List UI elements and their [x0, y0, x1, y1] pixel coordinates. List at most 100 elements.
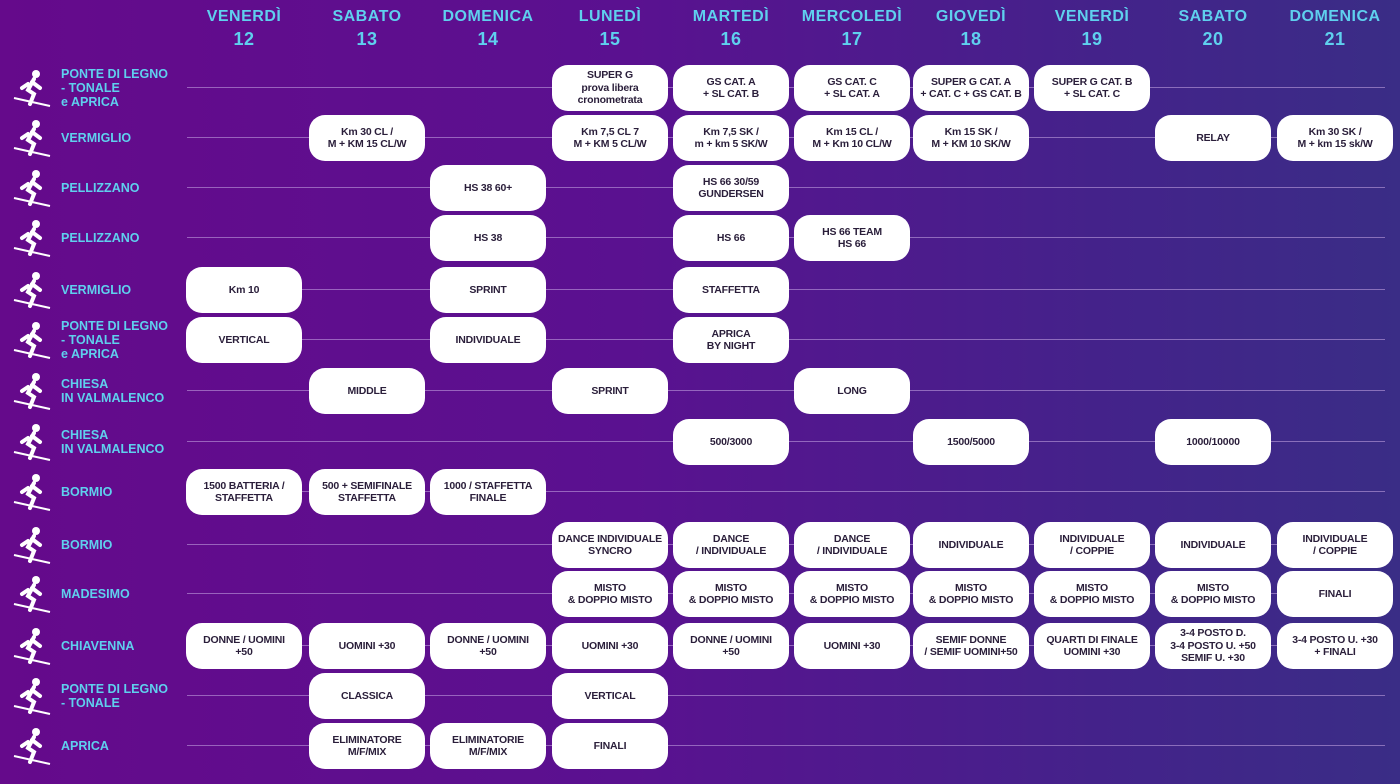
- day-number: 13: [356, 29, 378, 49]
- event-cell: UOMINI +30: [309, 623, 425, 669]
- row-line: [187, 695, 1385, 696]
- event-cell: INDIVIDUALE: [913, 522, 1029, 568]
- event-row: CHIESA IN VALMALENCO MIDDLE SPRINT LONG: [0, 366, 1400, 416]
- event-cell: VERTICAL: [186, 317, 302, 363]
- row-line: [187, 745, 1385, 746]
- ski-orienteering-icon: [10, 371, 54, 411]
- event-cell: DANCE / INDIVIDUALE: [794, 522, 910, 568]
- event-cell: DANCE INDIVIDUALE SYNCRO: [552, 522, 668, 568]
- event-cell: APRICA BY NIGHT: [673, 317, 789, 363]
- event-cell: FINALI: [552, 723, 668, 769]
- event-cell: SUPER G CAT. A + CAT. C + GS CAT. B: [913, 65, 1029, 111]
- event-cell: HS 66: [673, 215, 789, 261]
- event-cell: DONNE / UOMINI +50: [186, 623, 302, 669]
- event-cell: LONG: [794, 368, 910, 414]
- ski-cross-icon: [10, 726, 54, 766]
- day-number: 18: [960, 29, 982, 49]
- venue-label: PONTE DI LEGNO - TONALE e APRICA: [61, 67, 168, 109]
- ice-hockey-icon: [10, 626, 54, 666]
- event-cell: CLASSICA: [309, 673, 425, 719]
- event-cell: 1000 / STAFFETTA FINALE: [430, 469, 546, 515]
- event-cell: MISTO & DOPPIO MISTO: [1155, 571, 1271, 617]
- event-cell: 1500 BATTERIA / STAFFETTA: [186, 469, 302, 515]
- event-cell: UOMINI +30: [794, 623, 910, 669]
- event-cell: ELIMINATORIE M/F/MIX: [430, 723, 546, 769]
- event-cell: SPRINT: [552, 368, 668, 414]
- event-cell: INDIVIDUALE / COPPIE: [1034, 522, 1150, 568]
- event-cell: Km 10: [186, 267, 302, 313]
- event-cell: QUARTI DI FINALE UOMINI +30: [1034, 623, 1150, 669]
- event-cell: 500 + SEMIFINALE STAFFETTA: [309, 469, 425, 515]
- event-cell: INDIVIDUALE: [430, 317, 546, 363]
- venue-label: APRICA: [61, 739, 109, 753]
- figure-skating-icon: [10, 525, 54, 565]
- venue-label: PONTE DI LEGNO - TONALE: [61, 682, 168, 710]
- event-cell: GS CAT. A + SL CAT. B: [673, 65, 789, 111]
- day-name: DOMENICA: [1289, 8, 1381, 25]
- biathlon-icon: [10, 270, 54, 310]
- day-name: MERCOLEDÌ: [801, 8, 903, 25]
- event-cell: Km 15 CL / M + Km 10 CL/W: [794, 115, 910, 161]
- day-name: SABATO: [332, 8, 402, 25]
- day-number: 19: [1081, 29, 1103, 49]
- venue-label: BORMIO: [61, 485, 113, 499]
- event-cell: SEMIF DONNE / SEMIF UOMINI+50: [913, 623, 1029, 669]
- event-cell: VERTICAL: [552, 673, 668, 719]
- event-cell: MIDDLE: [309, 368, 425, 414]
- venue-label: BORMIO: [61, 538, 113, 552]
- alpine-skiing-icon: [10, 68, 54, 108]
- venue-label: CHIESA IN VALMALENCO: [61, 377, 165, 405]
- event-cell: MISTO & DOPPIO MISTO: [1034, 571, 1150, 617]
- event-row: PONTE DI LEGNO - TONALE CLASSICA VERTICAL: [0, 671, 1400, 721]
- event-cell: SUPER G CAT. B + SL CAT. C: [1034, 65, 1150, 111]
- event-cell: MISTO & DOPPIO MISTO: [673, 571, 789, 617]
- cross-country-skiing-icon: [10, 118, 54, 158]
- day-number: 20: [1202, 29, 1224, 49]
- event-cell: Km 30 SK / M + km 15 sk/W: [1277, 115, 1393, 161]
- venue-label: MADESIMO: [61, 587, 130, 601]
- event-cell: INDIVIDUALE: [1155, 522, 1271, 568]
- day-name: SABATO: [1178, 8, 1248, 25]
- event-cell: MISTO & DOPPIO MISTO: [794, 571, 910, 617]
- day-name: DOMENICA: [442, 8, 534, 25]
- event-cell: MISTO & DOPPIO MISTO: [913, 571, 1029, 617]
- event-cell: 3-4 POSTO U. +30 + FINALI: [1277, 623, 1393, 669]
- event-cell: MISTO & DOPPIO MISTO: [552, 571, 668, 617]
- day-name: GIOVEDÌ: [935, 8, 1007, 25]
- event-cell: 3-4 POSTO D. 3-4 POSTO U. +50 SEMIF U. +…: [1155, 623, 1271, 669]
- event-cell: HS 38 60+: [430, 165, 546, 211]
- event-cell: Km 7,5 CL 7 M + KM 5 CL/W: [552, 115, 668, 161]
- event-row: PONTE DI LEGNO - TONALE e APRICA SUPER G …: [0, 63, 1400, 113]
- row-line: [187, 390, 1385, 391]
- event-cell: DANCE / INDIVIDUALE: [673, 522, 789, 568]
- day-name: LUNEDÌ: [578, 8, 642, 25]
- ski-jumping-icon: [10, 218, 54, 258]
- event-cell: DONNE / UOMINI +50: [430, 623, 546, 669]
- event-cell: STAFFETTA: [673, 267, 789, 313]
- day-column-header: SABATO 20: [1153, 6, 1273, 50]
- venue-label: VERMIGLIO: [61, 283, 132, 297]
- day-column-header: GIOVEDÌ 18: [911, 6, 1031, 50]
- row-line: [187, 491, 1385, 492]
- event-cell: Km 30 CL / M + KM 15 CL/W: [309, 115, 425, 161]
- event-cell: 1500/5000: [913, 419, 1029, 465]
- event-cell: RELAY: [1155, 115, 1271, 161]
- event-cell: HS 38: [430, 215, 546, 261]
